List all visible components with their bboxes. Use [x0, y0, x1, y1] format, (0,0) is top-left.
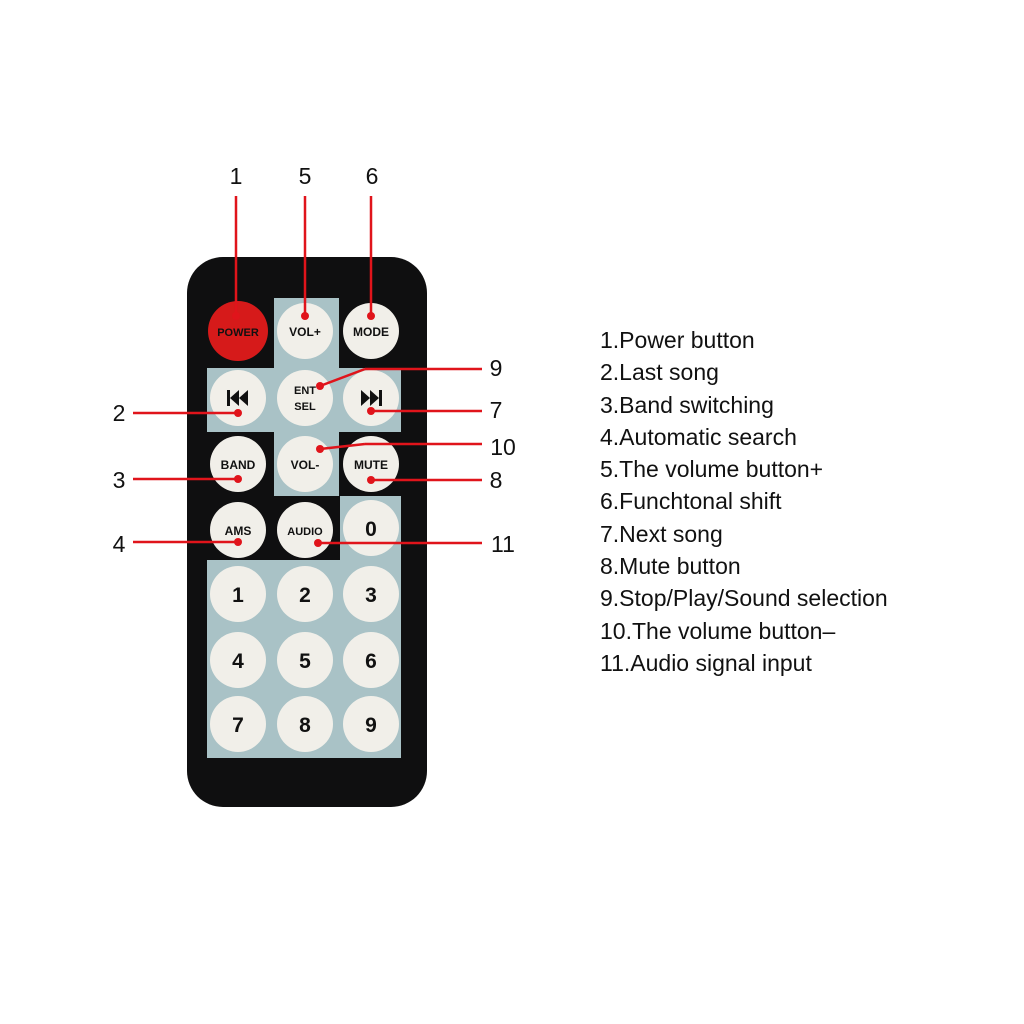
band-button[interactable]: BAND — [210, 436, 266, 492]
num-0-button[interactable]: 0 — [343, 500, 399, 556]
callout-number-11: 11 — [491, 531, 515, 557]
callout-number-1: 1 — [230, 163, 243, 189]
num-3-button-face — [343, 566, 399, 622]
num-2-button-label: 2 — [299, 584, 311, 607]
mute-button[interactable]: MUTE — [343, 436, 399, 492]
num-8-button-label: 8 — [299, 714, 311, 737]
num-0-button-label: 0 — [365, 518, 377, 541]
legend-item: 7.Next song — [600, 520, 723, 547]
legend-item: 11.Audio signal input — [600, 649, 812, 676]
callout-dot-3 — [234, 475, 242, 483]
ent-sel-button-face — [277, 370, 333, 426]
num-5-button-label: 5 — [299, 650, 311, 673]
vol-plus-button[interactable]: VOL+ — [277, 303, 333, 359]
num-9-button[interactable]: 9 — [343, 696, 399, 752]
callout-dot-6 — [367, 312, 375, 320]
ams-button[interactable]: AMS — [210, 502, 266, 558]
num-2-button-face — [277, 566, 333, 622]
callout-number-6: 6 — [366, 163, 379, 189]
audio-button[interactable]: AUDIO — [277, 502, 333, 558]
callout-number-10: 10 — [490, 434, 516, 460]
num-5-button[interactable]: 5 — [277, 632, 333, 688]
vol-minus-button-label: VOL- — [291, 458, 320, 472]
callout-number-2: 2 — [113, 400, 126, 426]
legend-item: 3.Band switching — [600, 391, 774, 418]
ent-sel-button-label-top: ENT — [294, 385, 316, 397]
num-3-button[interactable]: 3 — [343, 566, 399, 622]
callout-dot-8 — [367, 476, 375, 484]
num-5-button-face — [277, 632, 333, 688]
num-3-button-label: 3 — [365, 584, 377, 607]
num-9-button-face — [343, 696, 399, 752]
num-7-button-label: 7 — [232, 714, 244, 737]
legend-item: 10.The volume button– — [600, 617, 836, 644]
num-6-button-label: 6 — [365, 650, 377, 673]
num-7-button-face — [210, 696, 266, 752]
callout-line-10 — [319, 442, 366, 451]
vol-minus-button[interactable]: VOL- — [277, 436, 333, 492]
legend-item: 8.Mute button — [600, 553, 741, 580]
num-8-button-face — [277, 696, 333, 752]
legend-item: 2.Last song — [600, 359, 719, 386]
num-1-button-label: 1 — [232, 584, 244, 607]
callout-number-9: 9 — [490, 355, 503, 381]
legend-item: 6.Funchtonal shift — [600, 488, 782, 515]
num-9-button-label: 9 — [365, 714, 377, 737]
legend-item: 9.Stop/Play/Sound selection — [600, 585, 888, 612]
num-1-button-face — [210, 566, 266, 622]
num-4-button-face — [210, 632, 266, 688]
num-2-button[interactable]: 2 — [277, 566, 333, 622]
callout-dot-4 — [234, 538, 242, 546]
num-8-button[interactable]: 8 — [277, 696, 333, 752]
mode-button[interactable]: MODE — [343, 303, 399, 359]
callout-number-7: 7 — [490, 397, 503, 423]
legend-list: 1.Power button 2.Last song 3.Band switch… — [600, 324, 888, 679]
num-1-button[interactable]: 1 — [210, 566, 266, 622]
num-4-button-label: 4 — [232, 650, 244, 673]
callout-lines — [133, 196, 482, 545]
callout-dot-7 — [367, 407, 375, 415]
callout-dot-9 — [316, 382, 324, 390]
next-track-icon — [361, 390, 382, 406]
vol-plus-button-label: VOL+ — [289, 325, 321, 339]
callout-dots — [232, 312, 375, 547]
ams-button-label: AMS — [225, 524, 252, 538]
ent-sel-button[interactable]: ENT SEL — [277, 370, 333, 426]
num-4-button[interactable]: 4 — [210, 632, 266, 688]
power-button[interactable]: POWER — [208, 301, 268, 361]
mode-button-face — [343, 303, 399, 359]
next-track-button[interactable] — [343, 370, 399, 426]
callout-dot-10 — [316, 445, 324, 453]
prev-track-icon — [227, 390, 248, 406]
vol-plus-button-face — [277, 303, 333, 359]
prev-track-button[interactable] — [210, 370, 266, 426]
callout-numbers: 1 5 6 2 3 4 9 7 10 8 11 — [113, 163, 516, 557]
callout-number-3: 3 — [113, 467, 126, 493]
ent-sel-button-label-bottom: SEL — [294, 401, 316, 413]
mute-button-label: MUTE — [354, 458, 388, 472]
power-button-label: POWER — [217, 327, 259, 339]
legend-item: 5.The volume button+ — [600, 456, 824, 483]
callout-dot-11 — [314, 539, 322, 547]
callout-dot-5 — [301, 312, 309, 320]
ams-button-face — [210, 502, 266, 558]
audio-button-label: AUDIO — [287, 526, 323, 538]
callout-dot-1 — [232, 312, 240, 320]
mute-button-face — [343, 436, 399, 492]
num-7-button[interactable]: 7 — [210, 696, 266, 752]
num-6-button[interactable]: 6 — [343, 632, 399, 688]
mode-button-label: MODE — [353, 325, 389, 339]
callout-number-4: 4 — [113, 531, 126, 557]
callout-number-5: 5 — [299, 163, 312, 189]
num-6-button-face — [343, 632, 399, 688]
power-button-face — [208, 301, 268, 361]
legend-item: 1.Power button — [600, 327, 755, 353]
callout-number-8: 8 — [490, 467, 503, 493]
callout-dot-2 — [234, 409, 242, 417]
band-button-label: BAND — [221, 458, 256, 472]
legend-item: 4.Automatic search — [600, 423, 797, 450]
callout-line-9 — [319, 367, 366, 388]
